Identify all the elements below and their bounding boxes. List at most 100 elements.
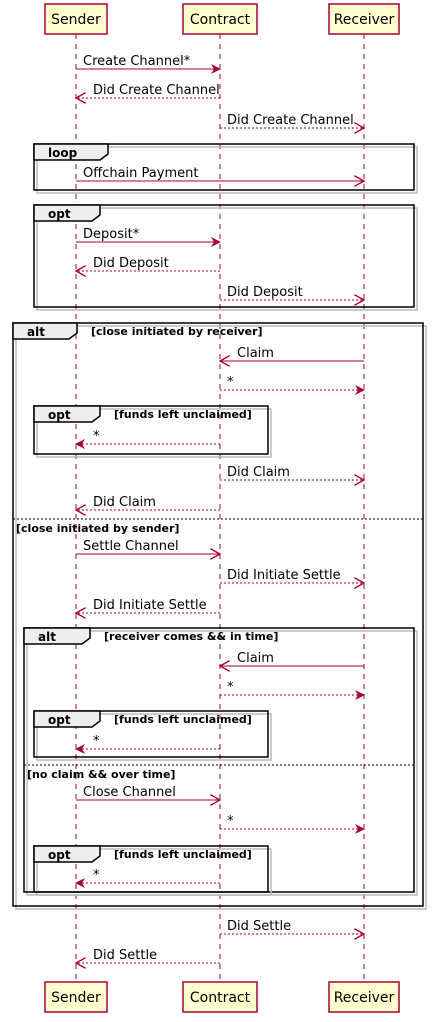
message-label: *	[93, 734, 100, 749]
participant-label: Receiver	[334, 12, 395, 28]
message-label: *	[227, 814, 234, 829]
message-label: Did Deposit	[227, 285, 303, 300]
fragment-shadow	[36, 207, 418, 311]
message-label: Did Create Channel	[227, 113, 354, 128]
fragment-shadow	[36, 408, 272, 458]
message-label: Did Deposit	[93, 256, 169, 271]
fragment-alt: alt [close initiated by receiver]	[12, 322, 427, 910]
participant-box	[328, 3, 400, 35]
fragment-tab	[33, 143, 109, 161]
message: *	[75, 868, 220, 888]
message-label: Did Settle	[227, 919, 291, 934]
fragment-tab	[12, 322, 78, 340]
fragment-guard: [close initiated by receiver]	[91, 325, 263, 338]
fragment-keyword: opt	[48, 713, 71, 727]
participant-label: Sender	[51, 990, 101, 1006]
message: Claim	[220, 346, 364, 361]
fragment-frame	[33, 204, 415, 308]
message: Offchain Payment	[76, 166, 364, 181]
fragment-keyword: alt	[38, 630, 56, 644]
participant-box	[44, 981, 108, 1013]
fragment-alt: alt [receiver comes && in time]	[23, 627, 418, 896]
fragment-opt: opt [funds left unclaimed]	[33, 710, 272, 761]
participant-box	[328, 981, 400, 1013]
participant-receiver-top: Receiver	[328, 3, 400, 35]
fragment-tab	[33, 845, 101, 863]
else-separator: [close initiated by sender]	[13, 518, 423, 535]
fragment-frame	[33, 143, 415, 191]
fragment-tab	[33, 710, 101, 728]
fragment-shadow	[36, 713, 272, 761]
fragment-opt: opt[funds left unclaimed]	[33, 405, 272, 458]
message: *	[220, 814, 365, 834]
participant-sender-top: Sender	[44, 3, 108, 35]
message: Did Initiate Settle	[220, 568, 364, 583]
message-label: Create Channel*	[83, 54, 191, 69]
message-label: Did Initiate Settle	[227, 568, 341, 583]
separator-guard: [close initiated by sender]	[16, 522, 179, 535]
fragment-guard: [funds left unclaimed]	[114, 713, 252, 726]
message: Did Initiate Settle	[76, 598, 220, 613]
message: Close Channel	[76, 785, 220, 800]
message: Settle Channel	[76, 539, 220, 554]
fragment-frame	[12, 322, 424, 907]
fragment-guard: [funds left unclaimed]	[114, 408, 252, 421]
message: Did Create Channel	[220, 113, 364, 128]
message-label: *	[93, 429, 100, 444]
separator-guard: [no claim && over time]	[27, 768, 175, 781]
participant-receiver-bottom: Receiver	[328, 981, 400, 1013]
message-label: Deposit*	[83, 227, 140, 242]
message-label: Claim	[237, 651, 274, 666]
message: Claim	[220, 651, 364, 666]
message-label: Did Initiate Settle	[93, 598, 207, 613]
participant-label: Contract	[190, 12, 251, 28]
fragment-tab	[33, 405, 101, 423]
fragment-shadow	[36, 146, 418, 194]
fragment-loop: loop	[33, 143, 418, 194]
fragment-guard: [funds left unclaimed]	[114, 848, 252, 861]
fragment-guard: [receiver comes && in time]	[104, 630, 278, 643]
participants: SenderSenderContractContractReceiverRece…	[44, 3, 400, 1013]
message-label: *	[227, 375, 234, 390]
message-label: Settle Channel	[83, 539, 179, 554]
participant-box	[182, 981, 258, 1013]
message: Create Channel*	[76, 54, 221, 74]
participant-box	[182, 3, 258, 35]
participant-label: Contract	[190, 990, 251, 1006]
fragment-tab	[33, 204, 101, 222]
fragment-keyword: opt	[48, 848, 71, 862]
message: Did Deposit	[76, 256, 220, 271]
message: *	[75, 429, 220, 449]
else-separator: [no claim && over time]	[24, 764, 414, 781]
fragment-keyword: loop	[48, 146, 78, 160]
message-label: Close Channel	[83, 785, 176, 800]
message: *	[220, 375, 365, 395]
fragment-keyword: opt	[48, 207, 71, 221]
fragment-frame	[33, 405, 269, 455]
fragment-tab	[23, 627, 91, 645]
participant-label: Receiver	[334, 990, 395, 1006]
fragment-opt: opt [funds left unclaimed]	[33, 845, 272, 896]
fragment-frame	[33, 845, 269, 893]
message-label: Did Claim	[227, 465, 290, 480]
message: Deposit*	[76, 227, 221, 247]
message: *	[75, 734, 220, 754]
message: Did Settle	[76, 948, 220, 963]
message-label: Claim	[237, 346, 274, 361]
participant-box	[44, 3, 108, 35]
message: *	[220, 680, 365, 700]
combined-fragments: loop opt alt [close initiated by receiver] o…	[12, 143, 427, 910]
message: Did Create Channel	[76, 83, 220, 98]
message-label: Did Settle	[93, 948, 157, 963]
participant-label: Sender	[51, 12, 101, 28]
message: Did Claim	[220, 465, 364, 480]
participant-sender-bottom: Sender	[44, 981, 108, 1013]
message-label: Did Create Channel	[93, 83, 220, 98]
message-label: Did Claim	[93, 495, 156, 510]
message-label: Offchain Payment	[83, 166, 198, 181]
message-label: *	[227, 680, 234, 695]
message-label: *	[93, 868, 100, 883]
participant-contract-bottom: Contract	[182, 981, 258, 1013]
